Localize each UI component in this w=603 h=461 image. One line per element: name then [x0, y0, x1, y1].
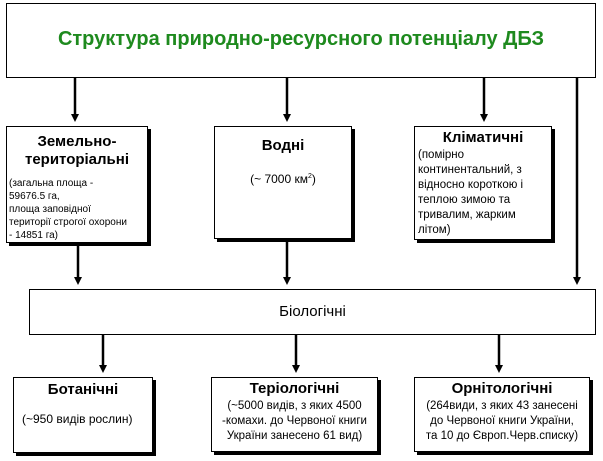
ornitologic-detail-line: (264види, з яких 43 занесені	[426, 400, 578, 412]
climate-resources-box: Кліматичні (помірно континентальний, з в…	[414, 126, 552, 240]
teriologic-box: Теріологічні (~5000 видів, з яких 4500 -…	[211, 377, 378, 452]
ornitologic-box: Орнітологічні (264види, з яких 43 занесе…	[414, 377, 590, 452]
biological-resources-box: Біологічні	[29, 289, 596, 335]
land-detail-line: (загальна площа -	[9, 178, 94, 189]
diagram-title: Структура природно-ресурсного потенціалу…	[57, 28, 545, 50]
bio-heading: Біологічні	[279, 303, 346, 320]
land-resources-box: Земельно- територіальні (загальна площа …	[6, 126, 148, 243]
climate-detail-line: (помірно	[418, 149, 465, 161]
ornitologic-detail-line: до Червоної книги України,	[430, 415, 574, 427]
water-heading: Водні	[261, 137, 305, 154]
climate-details: (помірно континентальний, з відносно кор…	[418, 148, 551, 238]
land-heading-line2: територіальні	[24, 151, 130, 168]
land-detail-line: території строгої охорони	[9, 217, 127, 228]
ornitologic-heading: Орнітологічні	[451, 380, 553, 397]
land-heading-line1: Земельно-	[37, 133, 117, 150]
botanic-heading: Ботанічні	[47, 381, 119, 398]
land-details: (загальна площа - 59676.5 га, площа запо…	[9, 177, 147, 242]
land-detail-line: 59676.5 га,	[9, 191, 60, 202]
teriologic-detail-line: України занесено 61 вид)	[226, 430, 363, 442]
teriologic-detail-line: (~5000 видів, з яких 4500	[227, 400, 362, 412]
land-detail-line: - 14851 га)	[9, 230, 59, 241]
water-detail-superscript: 2	[307, 173, 312, 180]
land-detail-line: площа заповідної	[9, 204, 91, 215]
botanic-box: Ботанічні (~950 видів рослин)	[13, 377, 153, 453]
ornitologic-detail-line: та 10 до Європ.Черв.списку)	[425, 430, 579, 442]
climate-detail-line: літом)	[418, 224, 451, 236]
climate-heading: Кліматичні	[442, 129, 524, 146]
water-detail: (~ 7000 км2)	[215, 169, 351, 187]
ornitologic-details: (264види, з яких 43 занесені до Червоної…	[415, 399, 589, 444]
water-detail-prefix: (~ 7000 км	[250, 172, 308, 186]
botanic-detail: (~950 видів рослин)	[22, 412, 133, 426]
water-detail-suffix: )	[311, 172, 316, 186]
climate-detail-line: відносно короткою і	[418, 179, 524, 191]
teriologic-detail-line: -комахи. до Червоної книги	[222, 415, 367, 427]
land-heading: Земельно- територіальні	[7, 133, 147, 169]
climate-detail-line: континентальний, з	[418, 164, 522, 176]
water-resources-box: Водні (~ 7000 км2)	[214, 126, 352, 239]
climate-detail-line: теплою зимою та	[418, 194, 511, 206]
climate-detail-line: тривалим, жарким	[418, 209, 516, 221]
teriologic-details: (~5000 видів, з яких 4500 -комахи. до Че…	[212, 399, 377, 444]
title-box: Структура природно-ресурсного потенціалу…	[6, 3, 596, 78]
teriologic-heading: Теріологічні	[249, 380, 340, 397]
